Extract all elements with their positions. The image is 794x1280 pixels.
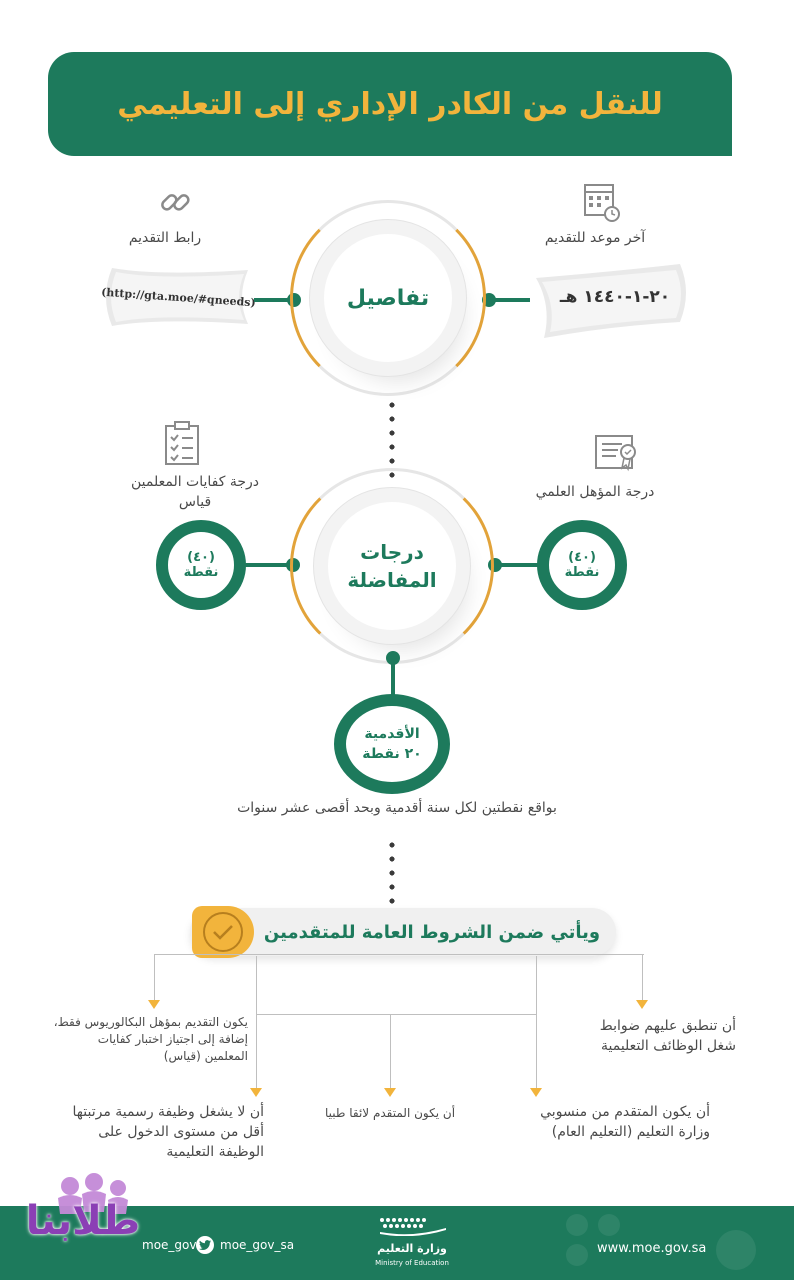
conditions-title: ويأتي ضمن الشروط العامة للمتقدمين xyxy=(263,921,601,943)
connector-seniority xyxy=(391,660,395,698)
decor-bubble xyxy=(716,1230,756,1270)
details-ring-grey xyxy=(290,200,486,396)
qualification-label: درجة المؤهل العلمي xyxy=(535,484,655,500)
dotted-connector xyxy=(389,398,395,480)
connector-left-2 xyxy=(244,563,292,567)
connector-right-2 xyxy=(494,563,540,567)
twitter-handle[interactable]: moe_gov_sa xyxy=(220,1238,295,1252)
connector-left xyxy=(254,298,294,302)
tree-top-line xyxy=(154,954,644,955)
condition-item: أن لا يشغل وظيفة رسمية مرتبتها أقل من مس… xyxy=(72,1104,264,1160)
other-handle[interactable]: moe_gov xyxy=(142,1238,197,1252)
decor-bubble xyxy=(566,1214,588,1236)
seniority-note: بواقع نقطتين لكل سنة أقدمية وبحد أقصى عش… xyxy=(237,800,557,816)
condition-item: أن يكون المتقدم لائقا طبيا xyxy=(324,1106,456,1120)
dotted-connector-2 xyxy=(389,838,395,904)
competency-label: درجة كفايات المعلمين قياس xyxy=(130,474,260,510)
page-title: للنقل من الكادر الإداري إلى التعليمي xyxy=(117,86,663,122)
arrow-marker xyxy=(636,1000,648,1009)
header-banner xyxy=(48,52,732,156)
check-badge xyxy=(192,906,254,958)
tree-mid-line xyxy=(256,1014,536,1015)
link-icon xyxy=(155,182,195,222)
conditions-bar xyxy=(190,908,616,956)
watermark-logo: طلابنا xyxy=(18,1170,148,1270)
arrow-marker xyxy=(250,1088,262,1097)
clipboard-checklist-icon xyxy=(162,420,202,466)
footer xyxy=(0,1206,794,1280)
decor-bubble xyxy=(566,1244,588,1266)
arrow-marker xyxy=(530,1088,542,1097)
deadline-value: ٢٠-١-١٤٤٠ هـ xyxy=(559,287,671,307)
decor-bubble xyxy=(598,1214,620,1236)
connector-dot-bottom xyxy=(386,651,400,665)
check-icon xyxy=(203,912,243,952)
preference-circle: درجات المفاضلة xyxy=(328,502,456,630)
ministry-name-en: Ministry of Education xyxy=(375,1259,449,1267)
arrow-marker xyxy=(384,1088,396,1097)
link-label: رابط التقديم xyxy=(128,230,202,246)
tree-branch-3 xyxy=(256,956,257,1090)
condition-item: أن تنطبق عليهم ضوابط شغل الوظائف التعليم… xyxy=(599,1018,736,1054)
ministry-logo-icon xyxy=(376,1216,448,1237)
certificate-icon xyxy=(594,432,640,476)
seniority-circle: الأقدمية ٢٠ نقطة xyxy=(334,694,450,794)
tree-branch-1 xyxy=(154,954,155,1004)
tree-branch-5 xyxy=(390,1014,391,1090)
condition-item: أن يكون المتقدم من منسوبي وزارة التعليم … xyxy=(540,1104,710,1140)
details-circle: تفاصيل xyxy=(324,234,452,362)
twitter-icon[interactable] xyxy=(196,1236,214,1254)
connector-right xyxy=(490,298,530,302)
calendar-clock-icon xyxy=(582,180,622,222)
website-link[interactable]: www.moe.gov.sa xyxy=(597,1241,707,1256)
arrow-marker xyxy=(148,1000,160,1009)
qualification-points: (٤٠) نقطة xyxy=(537,520,627,610)
application-link[interactable]: (http://gta.moe/#qneeds) xyxy=(100,285,256,309)
tree-branch-2 xyxy=(642,954,643,1004)
competency-points: (٤٠) نقطة xyxy=(156,520,246,610)
ministry-name-ar: وزارة التعليم xyxy=(377,1242,447,1255)
deadline-ribbon xyxy=(530,262,702,340)
tree-branch-4 xyxy=(536,956,537,1090)
condition-item: يكون التقديم بمؤهل البكالوريوس فقط، إضاف… xyxy=(53,1015,248,1063)
link-ribbon xyxy=(98,262,258,332)
deadline-label: آخر موعد للتقديم xyxy=(544,230,646,246)
watermark-text: طلابنا xyxy=(25,1198,141,1244)
